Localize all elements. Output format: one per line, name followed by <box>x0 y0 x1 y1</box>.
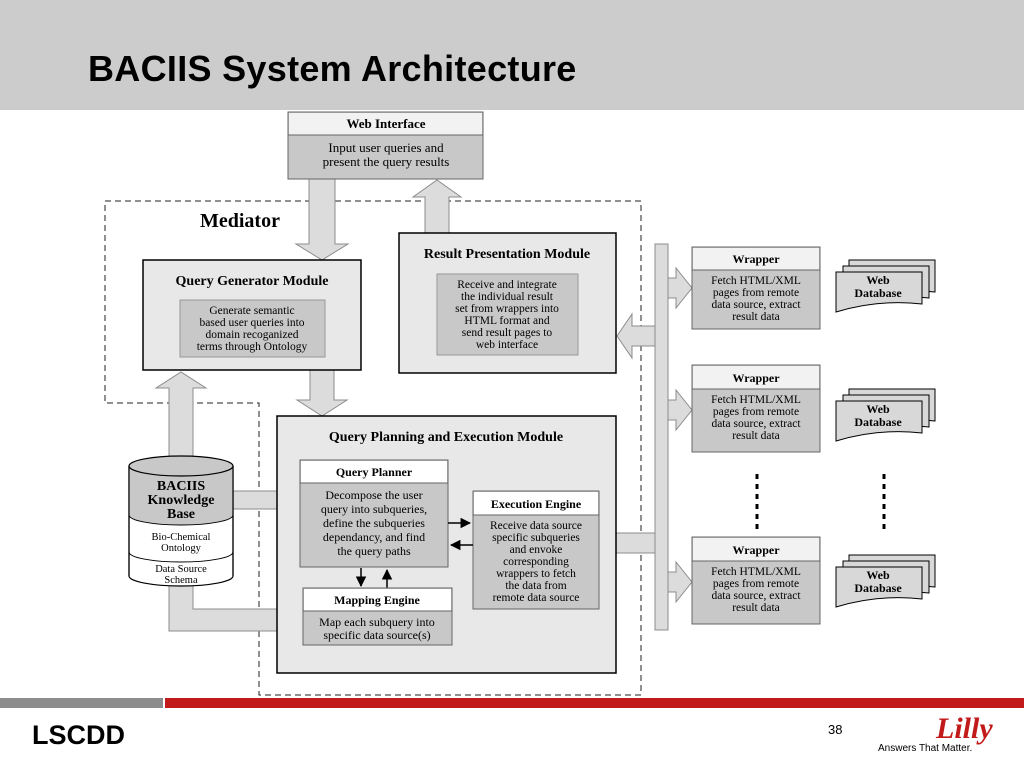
web-database-line: Database <box>854 415 902 429</box>
result-presentation-line-5: send result pages to <box>462 327 553 339</box>
execution-engine-line-3: and envoke <box>510 544 563 556</box>
result-presentation-module: Result Presentation Module Receive and i… <box>398 232 617 374</box>
query-planner-line-3: define the subqueries <box>323 516 425 530</box>
knowledge-base-title-1: BACIIS <box>157 479 205 494</box>
wrapper-line: Fetch HTML/XML <box>711 394 801 406</box>
mapping-engine-title: Mapping Engine <box>334 593 420 607</box>
knowledge-base-title-3: Base <box>167 507 195 522</box>
wrapper-line: result data <box>732 602 780 614</box>
query-planning-title: Query Planning and Execution Module <box>329 430 563 445</box>
wrapper-box: Wrapper Fetch HTML/XML pages from remote… <box>691 536 821 625</box>
execution-engine-line-7: remote data source <box>493 592 580 604</box>
arrow-result-to-web <box>411 179 463 234</box>
title-band <box>0 0 1024 110</box>
execution-engine-box: Execution Engine Receive data source spe… <box>472 490 600 610</box>
arrow-bus-to-wrapper-2 <box>667 388 693 432</box>
web-interface-line-2: present the query results <box>323 154 450 169</box>
result-presentation-title: Result Presentation Module <box>424 247 590 262</box>
wrapper-box: Wrapper Fetch HTML/XML pages from remote… <box>691 364 821 453</box>
web-database-line: Database <box>854 286 902 300</box>
execution-engine-line-1: Receive data source <box>490 520 582 532</box>
page-number: 38 <box>828 722 843 737</box>
query-generator-line-2: based user queries into <box>199 317 304 329</box>
wrapper-box: Wrapper Fetch HTML/XML pages from remote… <box>691 246 821 330</box>
wrapper-line: data source, extract <box>711 418 801 430</box>
wrapper-line: pages from remote <box>713 287 799 299</box>
execution-engine-line-6: the data from <box>505 580 566 592</box>
wrapper-line: data source, extract <box>711 590 801 602</box>
arrow-generator-to-planning <box>295 369 349 417</box>
mapping-engine-box: Mapping Engine Map each subquery into sp… <box>302 587 453 646</box>
query-generator-line-1: Generate semantic <box>209 305 294 317</box>
arrow-bus-to-wrapper-1 <box>667 266 693 310</box>
execution-engine-line-2: specific subqueries <box>492 532 580 544</box>
arrow-kb-to-generator <box>154 371 208 457</box>
mapping-engine-line-2: specific data source(s) <box>323 628 430 642</box>
query-generator-module: Query Generator Module Generate semantic… <box>142 259 362 371</box>
wrapper-line: pages from remote <box>713 406 799 418</box>
wrapper-line: Fetch HTML/XML <box>711 275 801 287</box>
result-presentation-line-4: HTML format and <box>464 315 549 327</box>
execution-engine-line-5: wrappers to fetch <box>496 568 576 580</box>
query-generator-line-3: domain recoganized <box>206 329 299 341</box>
ontology-line-2: Ontology <box>161 543 201 554</box>
result-presentation-line-3: set from wrappers into <box>455 303 559 315</box>
arrow-web-to-generator <box>294 178 350 261</box>
query-planner-box: Query Planner Decompose the user query i… <box>299 459 449 568</box>
mediator-boundary <box>104 200 642 696</box>
result-presentation-line-1: Receive and integrate <box>457 279 557 291</box>
query-generator-title: Query Generator Module <box>176 274 329 289</box>
wrapper-line: Fetch HTML/XML <box>711 566 801 578</box>
query-planner-line-4: dependancy, and find <box>323 530 425 544</box>
wrapper-line: data source, extract <box>711 299 801 311</box>
query-planner-title: Query Planner <box>336 465 413 479</box>
wrapper-line: result data <box>732 430 780 442</box>
result-presentation-line-6: web interface <box>476 339 538 351</box>
wrapper-title: Wrapper <box>732 252 780 266</box>
wrapper-line: pages from remote <box>713 578 799 590</box>
execution-engine-title: Execution Engine <box>491 497 582 511</box>
query-planner-line-2: query into subqueries, <box>321 502 427 516</box>
web-database-line: Web <box>866 568 890 582</box>
brand-logo: Lilly <box>936 712 993 745</box>
footer-bar-red <box>165 698 1024 708</box>
slide-title: BACIIS System Architecture <box>88 48 577 89</box>
web-database-stack: Web Database <box>835 554 936 608</box>
footer-org-label: LSCDD <box>32 720 125 750</box>
result-presentation-line-2: the individual result <box>461 291 554 303</box>
query-planner-line-5: the query paths <box>337 544 411 558</box>
web-interface-box: Web Interface Input user queries and pre… <box>287 111 484 180</box>
web-database-line: Web <box>866 402 890 416</box>
query-planner-line-1: Decompose the user <box>325 488 422 502</box>
knowledge-base-title-2: Knowledge <box>148 493 215 508</box>
web-database-stack: Web Database <box>835 388 936 442</box>
web-database-line: Web <box>866 273 890 287</box>
wrapper-title: Wrapper <box>732 371 780 385</box>
arrow-bus-to-wrapper-3 <box>667 560 693 604</box>
web-interface-line-1: Input user queries and <box>328 140 444 155</box>
wrapper-line: result data <box>732 311 780 323</box>
query-generator-line-4: terms through Ontology <box>197 341 308 353</box>
wrapper-title: Wrapper <box>732 543 780 557</box>
schema-line-1: Data Source <box>155 564 207 575</box>
mapping-engine-line-1: Map each subquery into <box>319 615 435 629</box>
arrow-bus-to-result <box>616 312 656 360</box>
web-interface-title: Web Interface <box>346 116 425 131</box>
mediator-label: Mediator <box>200 210 280 232</box>
web-database-line: Database <box>854 581 902 595</box>
web-database-stack: Web Database <box>835 259 936 313</box>
execution-engine-line-4: corresponding <box>503 556 569 568</box>
ontology-line-1: Bio-Chemical <box>152 532 211 543</box>
schema-line-2: Schema <box>164 575 198 586</box>
brand-tagline: Answers That Matter. <box>878 743 973 754</box>
footer-bar-gray <box>0 698 163 708</box>
wrapper-bus <box>654 243 669 631</box>
knowledge-base-cylinder: BACIIS Knowledge Base Bio-Chemical Ontol… <box>128 455 234 587</box>
